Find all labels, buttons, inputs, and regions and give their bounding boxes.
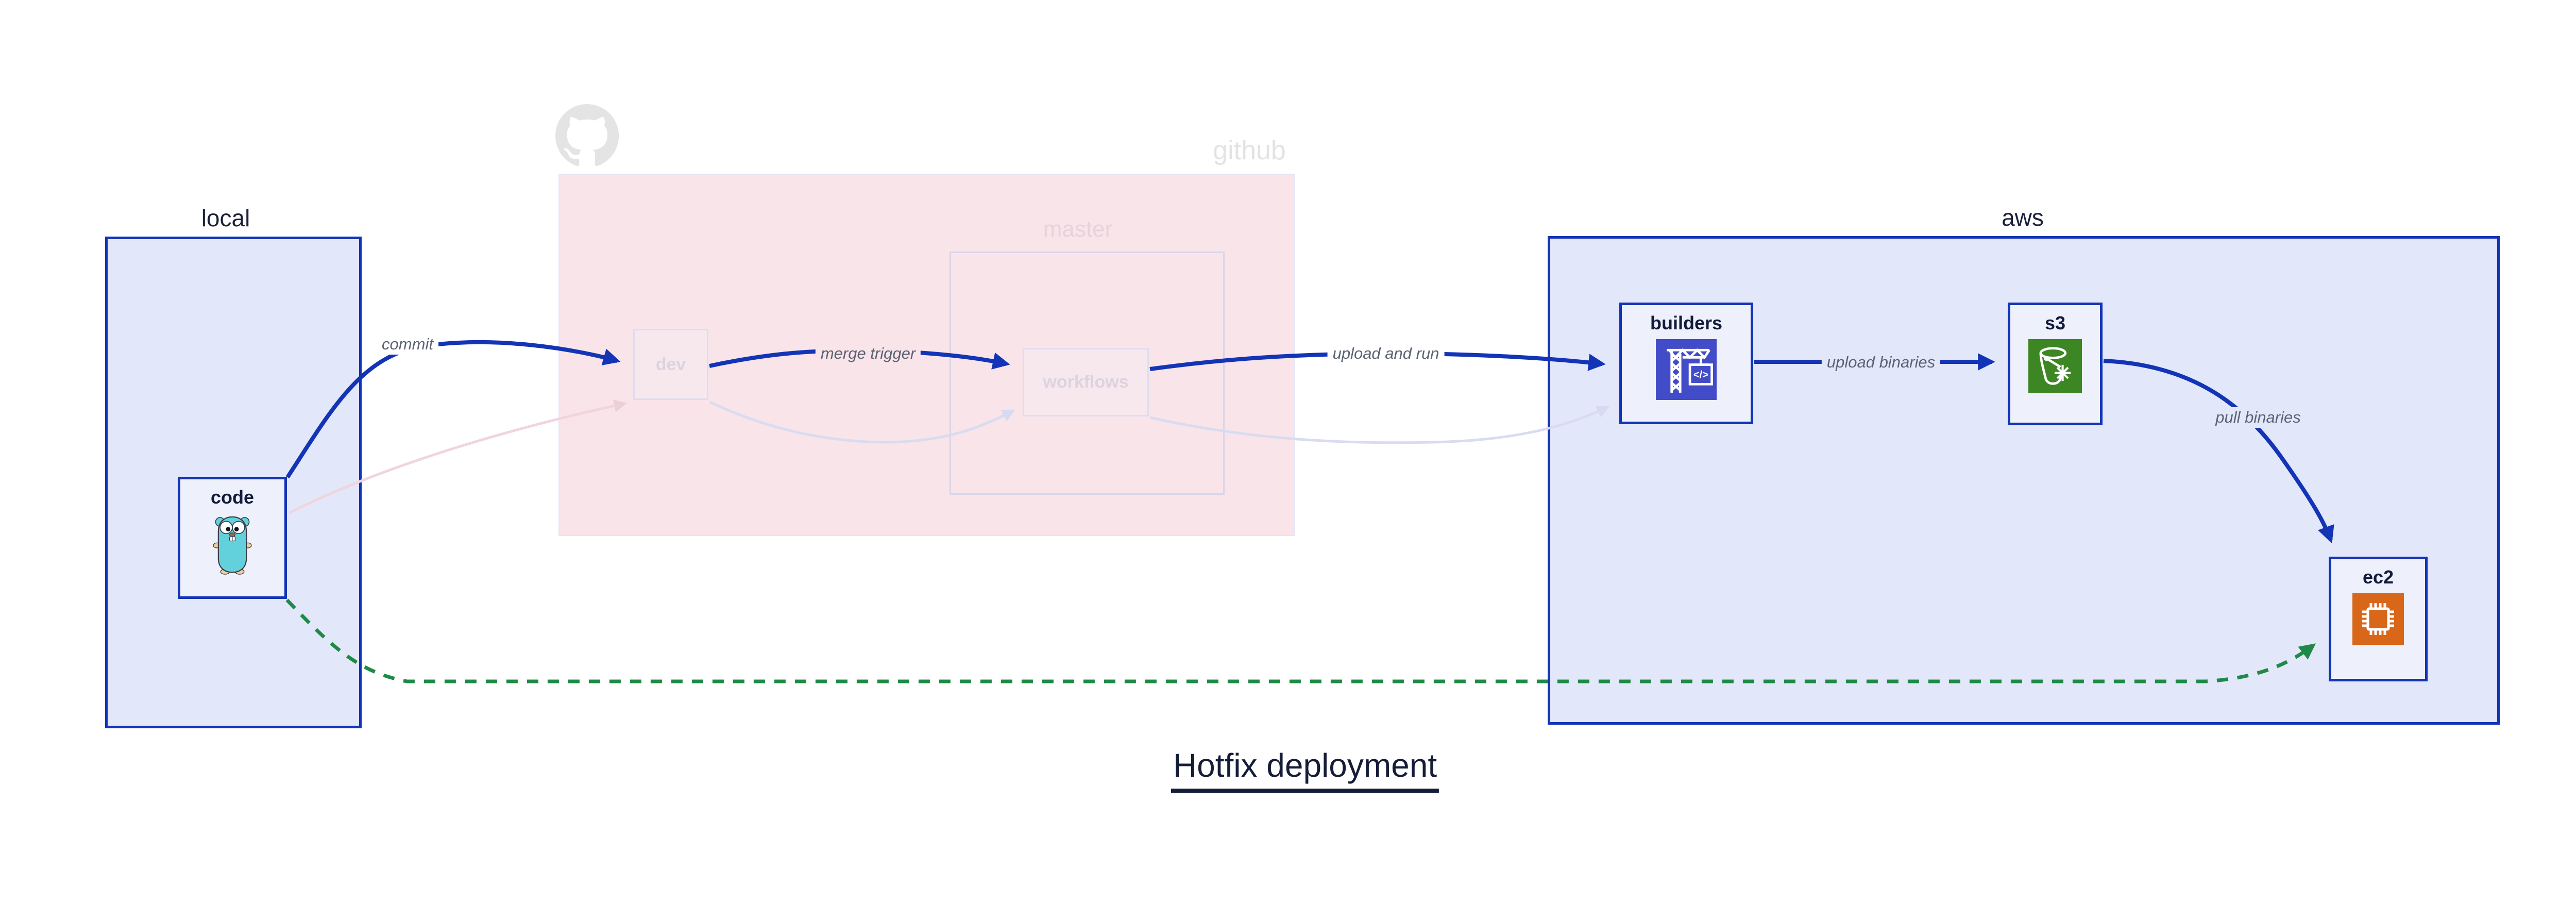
edge-label-merge-trigger: merge trigger xyxy=(815,343,921,364)
codebuild-crane-icon: </> xyxy=(1656,339,1717,400)
s3-bucket-icon xyxy=(2028,339,2082,393)
edge-faded-code-dev xyxy=(289,399,627,514)
node-dev: dev xyxy=(633,329,708,400)
node-s3: s3 xyxy=(2008,303,2103,425)
cluster-local-label: local xyxy=(201,205,250,231)
node-builders: builders </> xyxy=(1619,303,1753,424)
go-gopher-icon xyxy=(213,516,252,575)
node-workflows: workflows xyxy=(1023,348,1149,416)
node-dev-label: dev xyxy=(655,354,686,374)
node-workflows-label: workflows xyxy=(1043,372,1129,392)
cluster-master xyxy=(950,252,1225,495)
node-ec2: ec2 xyxy=(2329,557,2428,681)
edge-label-commit: commit xyxy=(377,334,438,355)
cluster-aws-label: aws xyxy=(2002,204,2044,231)
codebuild-icon-glyph: </> xyxy=(1693,370,1708,381)
diagram-title: Hotfix deployment xyxy=(1171,746,1439,793)
cluster-master-label: master xyxy=(1043,216,1113,242)
node-code-label: code xyxy=(210,487,255,508)
edge-pull-binaries xyxy=(2103,359,2334,544)
ec2-chip-icon xyxy=(2352,593,2404,645)
node-builders-label: builders xyxy=(1650,312,1723,333)
edge-commit xyxy=(285,340,621,479)
edge-label-upload-and-run: upload and run xyxy=(1327,343,1445,364)
edge-faded-workflows-builders xyxy=(1149,405,1610,444)
cluster-github-label: github xyxy=(1213,136,1286,165)
node-ec2-label: ec2 xyxy=(2362,566,2394,588)
edge-faded-dev-workflows xyxy=(709,400,1015,444)
edge-label-upload-binaries: upload binaries xyxy=(1821,352,1941,373)
edge-hotfix-dashed xyxy=(285,598,2316,683)
edge-label-pull-binaries: pull binaries xyxy=(2210,407,2306,428)
node-s3-label: s3 xyxy=(2044,312,2066,333)
node-code: code xyxy=(178,477,287,599)
